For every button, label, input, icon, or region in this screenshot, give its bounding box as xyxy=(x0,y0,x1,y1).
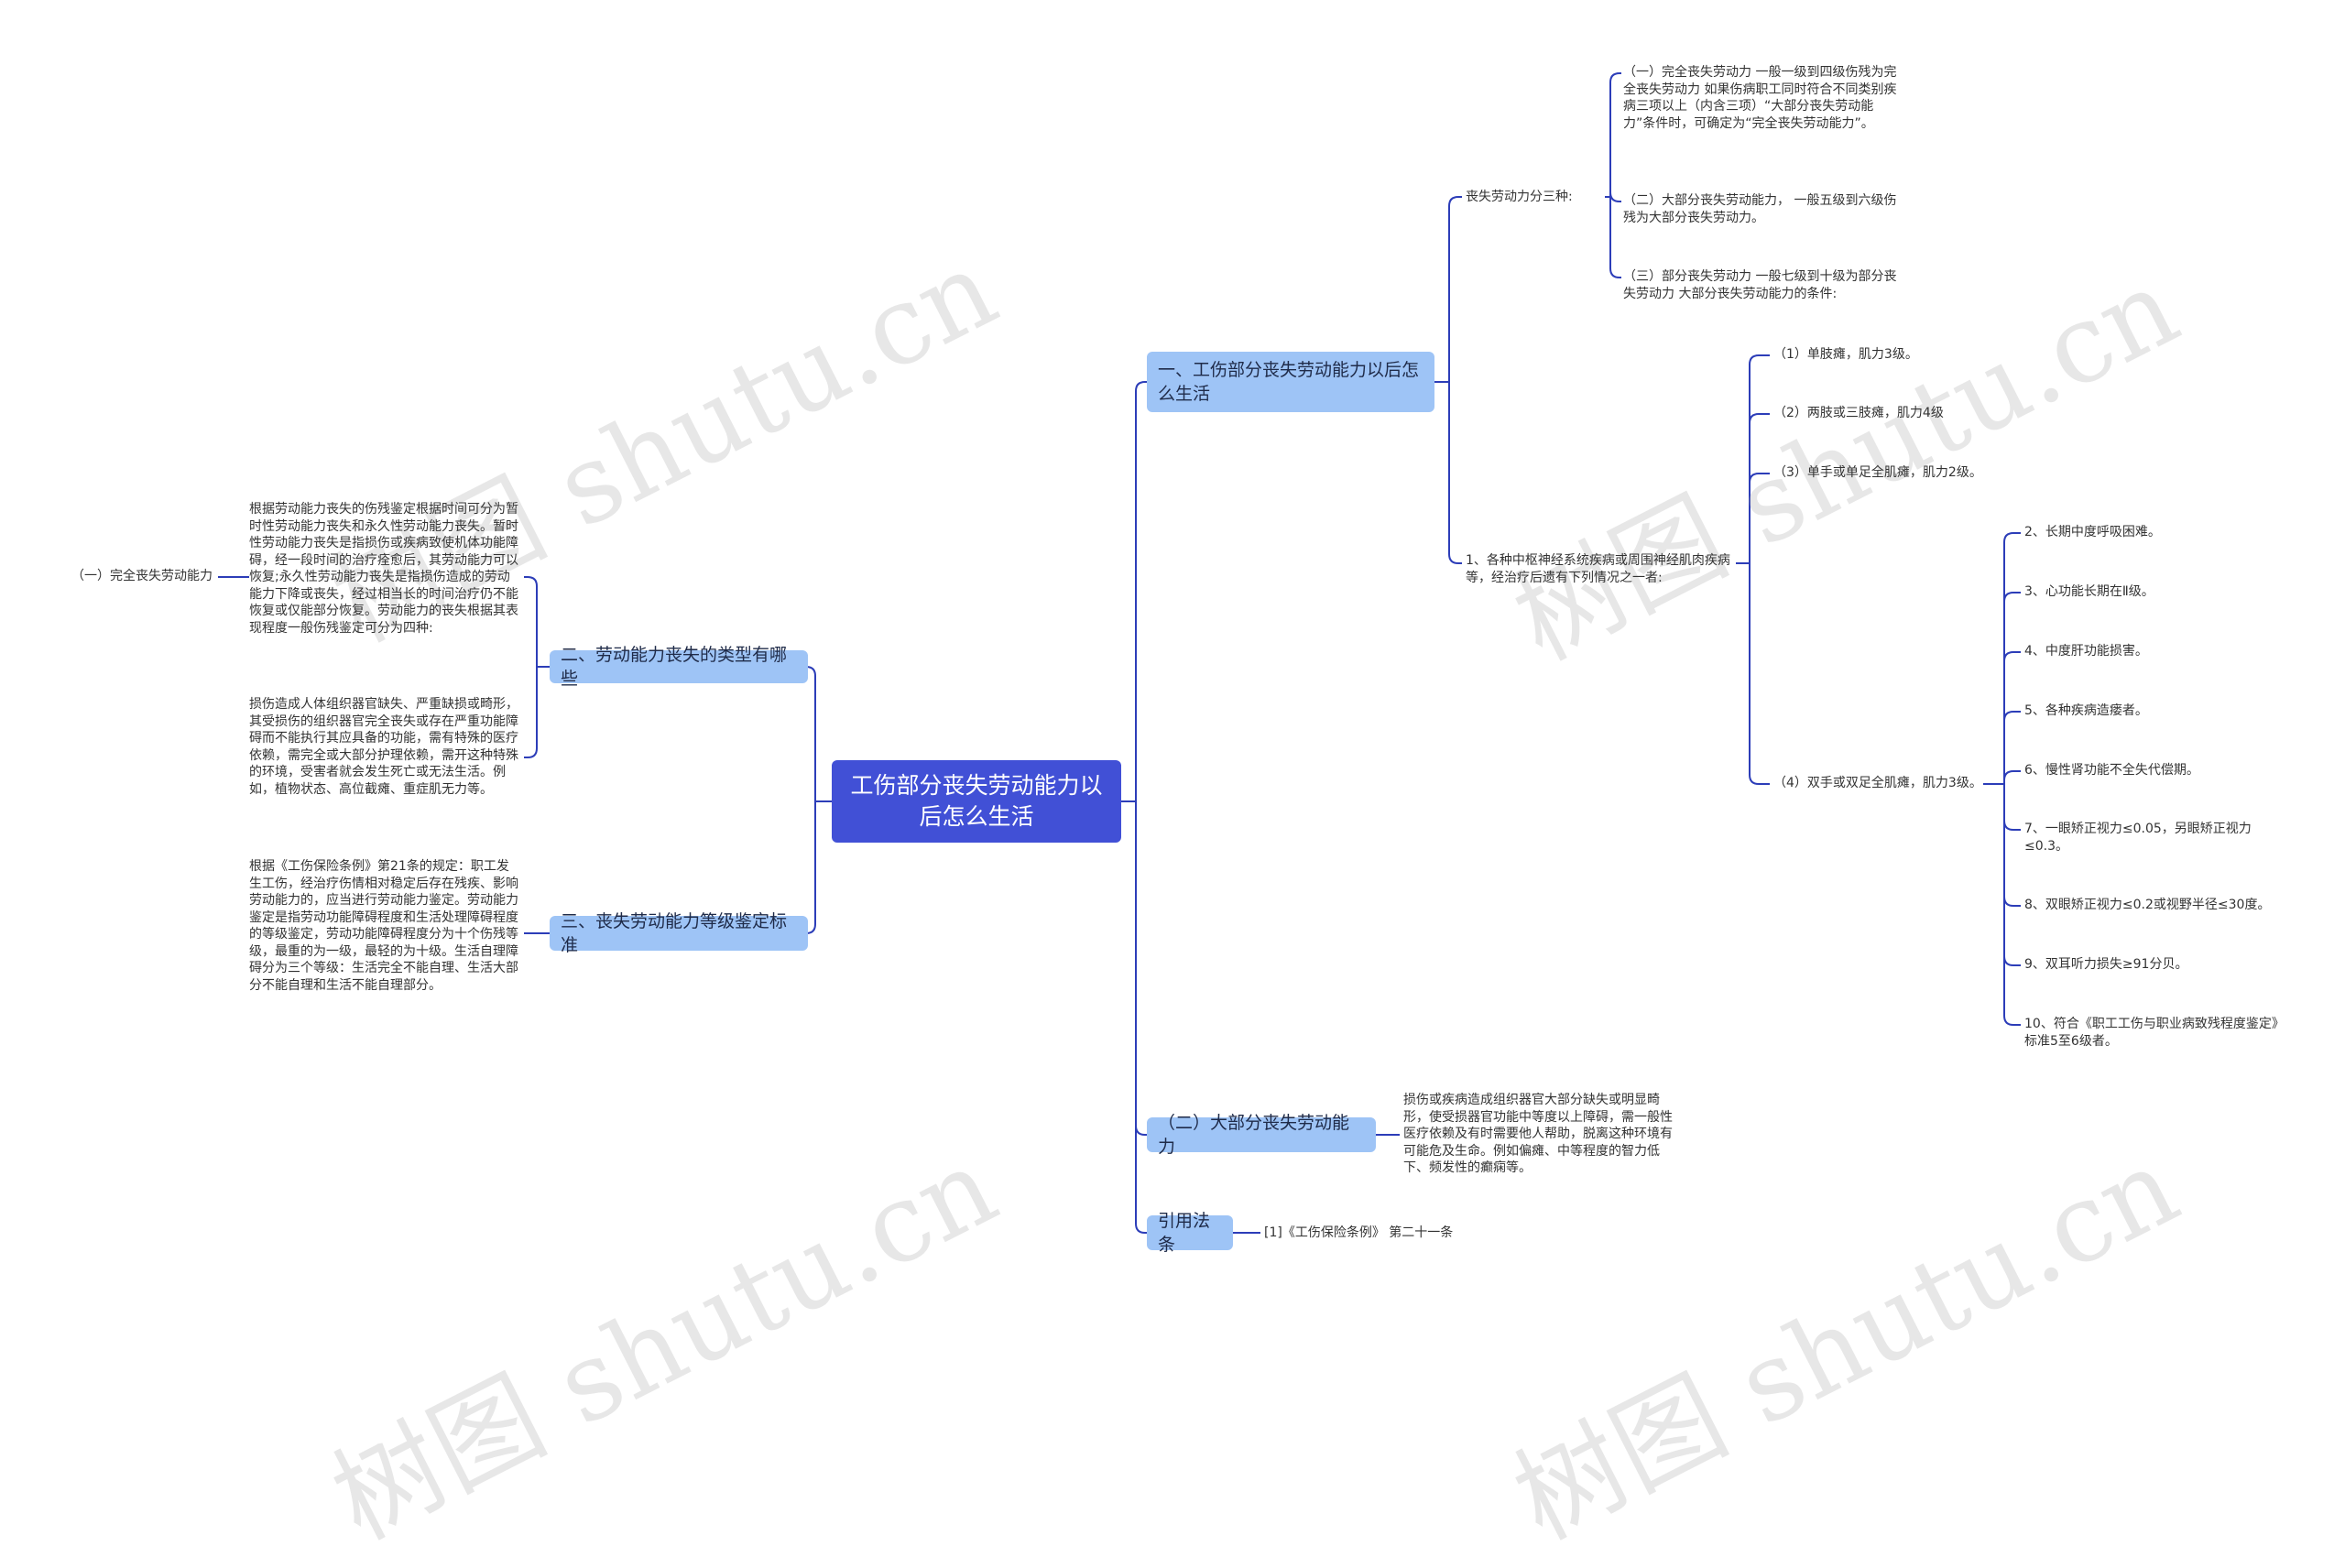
root-right-connector xyxy=(1135,1125,1147,1136)
sub-items-connector xyxy=(2003,896,2021,907)
leaf-cond-2: （2）两肢或三肢瘫，肌力4级 xyxy=(1773,406,1944,420)
leaf-three-types-label: 丧失劳动力分三种: xyxy=(1466,190,1573,204)
leaf-sub-3: 3、心功能长期在Ⅱ级。 xyxy=(2024,584,2154,599)
root-right-connector xyxy=(1135,1223,1147,1234)
sub-items-connector xyxy=(2003,711,2021,722)
three-types-connector xyxy=(1609,72,1621,83)
leaf-sub-9: 9、双耳听力损失≥91分贝。 xyxy=(2024,957,2188,972)
branch-major-loss[interactable]: （二）大部分丧失劳动能力 xyxy=(1147,1113,1376,1157)
leaf-cns-conditions: 1、各种中枢神经系统疾病或周围神经肌肉疾病等，经治疗后遗有下列情况之一者: xyxy=(1466,553,1730,585)
leaf-type-3: （三）部分丧失劳动力 一般七级到十级为部分丧失劳动力 大部分丧失劳动能力的条件: xyxy=(1623,269,1897,301)
root-right-connector xyxy=(1135,381,1147,392)
branch-labor-loss-types[interactable]: 二、劳动能力丧失的类型有哪些 xyxy=(550,645,808,689)
leaf-legal-reference-text: [1]《工伤保险条例》 第二十一条 xyxy=(1264,1225,1454,1240)
mind-map-canvas: 树图 shutu.cn 树图 shutu.cn 树图 shutu.cn 树图 s… xyxy=(71,65,2285,1563)
sub-items-connector xyxy=(2003,820,2021,831)
leaf-sub-6: 6、慢性肾功能不全失代偿期。 xyxy=(2024,763,2199,778)
branch1-connector xyxy=(1448,553,1462,564)
three-types-connector xyxy=(1609,267,1621,278)
leaf-sub-2: 2、长期中度呼吸困难。 xyxy=(2024,525,2161,539)
leaf-cond-3: （3）单手或单足全肌瘫，肌力2级。 xyxy=(1773,465,1982,480)
leaf-sub-5: 5、各种疾病造瘘者。 xyxy=(2024,703,2148,718)
leaf-sub-10: 10、符合《职工工伤与职业病致残程度鉴定》标准5至6级者。 xyxy=(2024,1017,2285,1049)
leaf-sub-4: 4、中度肝功能损害。 xyxy=(2024,644,2148,659)
leaf-major-loss-text: 损伤或疾病造成组织器官大部分缺失或明显畸形，使受损器官功能中等度以上障碍，需一般… xyxy=(1403,1093,1673,1175)
leaf-type-2: （二）大部分丧失劳动能力， 一般五级到六级伤残为大部分丧失劳动力。 xyxy=(1623,193,1897,225)
sub-items-connector xyxy=(2003,651,2021,662)
branch1-connector xyxy=(1448,196,1462,207)
sub-items-connector xyxy=(2003,770,2021,781)
branch-how-to-live[interactable]: 一、工伤部分丧失劳动能力以后怎么生活 xyxy=(1147,352,1434,412)
sub-items-connector xyxy=(2003,532,2021,543)
leaf-complete-loss: （一）完全丧失劳动能力 xyxy=(71,569,213,583)
leaf-cond-1: （1）单肢瘫，肌力3级。 xyxy=(1773,347,1918,362)
leaf-temporary-permanent-text: 根据劳动能力丧失的伤残鉴定根据时间可分为暂时性劳动能力丧失和永久性劳动能力丧失。… xyxy=(249,502,518,636)
conditions-connector xyxy=(1749,354,1770,365)
conditions-connector xyxy=(1749,774,1770,785)
leaf-sub-7: 7、一眼矫正视力≤0.05，另眼矫正视力≤0.3。 xyxy=(2024,822,2252,854)
branch2-connector xyxy=(524,747,538,758)
branch-legal-reference[interactable]: 引用法条 xyxy=(1147,1211,1233,1255)
sub-items-connector xyxy=(2003,592,2021,603)
connector-lines xyxy=(218,72,2021,1234)
conditions-connector xyxy=(1749,473,1770,484)
leaf-grading-text: 根据《工伤保险条例》第21条的规定：职工发生工伤，经治疗伤情相对稳定后存在残疾、… xyxy=(249,859,518,993)
sub-items-connector xyxy=(2003,1015,2021,1026)
three-types-connector xyxy=(1609,191,1621,202)
leaf-cond-4: （4）双手或双足全肌瘫，肌力3级。 xyxy=(1773,776,1982,790)
branch2-connector xyxy=(524,576,538,587)
conditions-connector xyxy=(1749,413,1770,424)
root-node[interactable]: 工伤部分丧失劳动能力以后怎么生活 xyxy=(832,760,1121,843)
sub-items-connector xyxy=(2003,955,2021,966)
branch-grading-standard[interactable]: 三、丧失劳动能力等级鉴定标准 xyxy=(550,911,808,955)
leaf-severe-injury-text: 损伤造成人体组织器官缺失、严重缺损或畸形，其受损伤的组织器官完全丧失或存在严重功… xyxy=(249,697,518,797)
leaf-type-1: （一）完全丧失劳动力 一般一级到四级伤残为完全丧失劳动力 如果伤病职工同时符合不… xyxy=(1623,65,1897,131)
leaf-sub-8: 8、双眼矫正视力≤0.2或视野半径≤30度。 xyxy=(2024,898,2271,912)
